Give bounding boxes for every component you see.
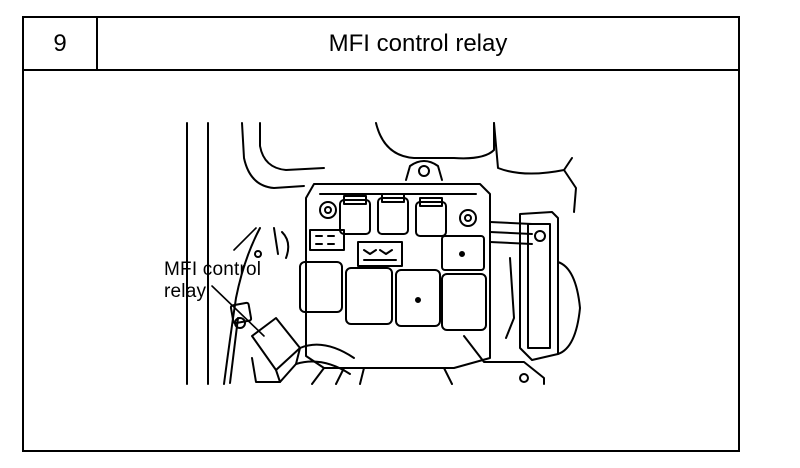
relay-callout-label: MFI control relay <box>164 259 261 303</box>
diagram-frame: 9 MFI control relay <box>22 16 740 452</box>
step-number: 9 <box>24 18 98 69</box>
callout-line-1: MFI control <box>164 259 262 280</box>
component-title: MFI control relay <box>328 29 508 57</box>
header-row: 9 MFI control relay <box>24 18 738 71</box>
callout-line-2: relay <box>164 281 207 302</box>
relay-box-illustration <box>186 122 581 385</box>
